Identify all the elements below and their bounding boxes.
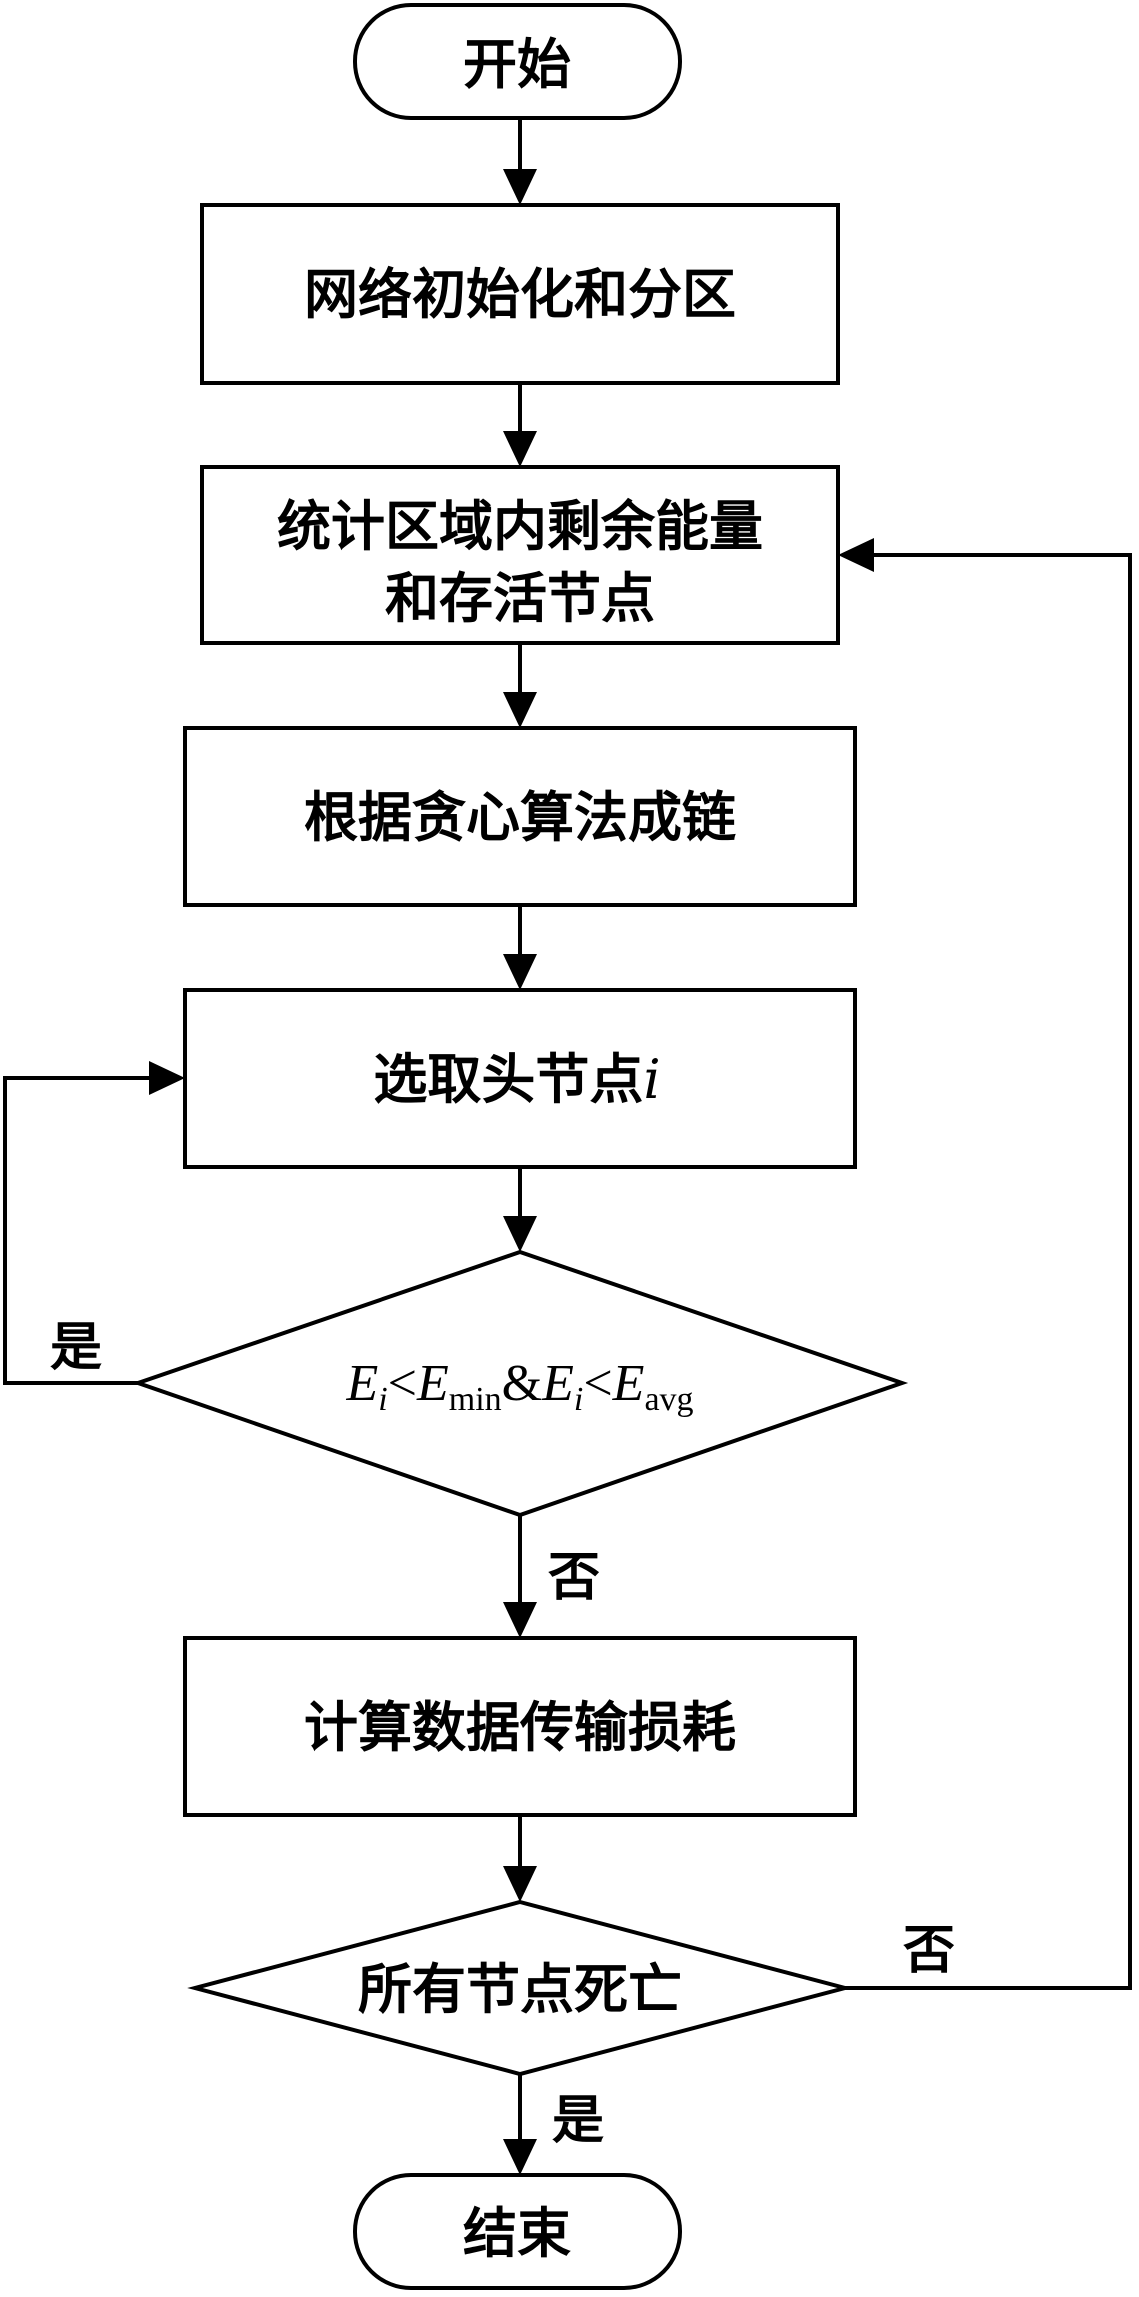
all-dead-label: 所有节点死亡 <box>358 1957 682 2021</box>
stats-energy-label-line1: 统计区域内剩余能量 <box>277 494 763 558</box>
select-head-label: 选取头节点i <box>373 1047 660 1111</box>
energy-check-formula: Ei<Emin&Ei<Eavg <box>345 1355 693 1418</box>
all-dead-no-label: 否 <box>903 1920 955 1981</box>
init-partition-process: 网络初始化和分区 <box>200 203 840 385</box>
arrow-select-to-check <box>503 1167 537 1252</box>
start-label: 开始 <box>463 32 571 96</box>
transmission-loss-process: 计算数据传输损耗 <box>183 1636 857 1817</box>
greedy-chain-label: 根据贪心算法成链 <box>304 785 736 849</box>
arrow-all-dead-no-loop <box>838 538 1132 1990</box>
arrow-init-to-stats <box>503 383 537 467</box>
check-yes-label: 是 <box>50 1317 102 1378</box>
stats-energy-process: 统计区域内剩余能量 和存活节点 <box>200 465 840 645</box>
arrow-all-dead-yes-to-end <box>503 2074 537 2175</box>
check-no-label: 否 <box>548 1547 600 1608</box>
start-node: 开始 <box>353 3 682 120</box>
arrow-check-yes-loop <box>3 1061 185 1385</box>
all-dead-decision: 所有节点死亡 <box>187 1899 853 2077</box>
end-label: 结束 <box>463 2201 571 2265</box>
all-dead-yes-label: 是 <box>552 2090 604 2151</box>
arrow-greedy-to-select <box>503 905 537 990</box>
stats-energy-label-line2: 和存活节点 <box>385 566 655 630</box>
init-partition-label: 网络初始化和分区 <box>304 262 736 326</box>
arrow-check-no-to-loss <box>503 1515 537 1638</box>
arrow-start-to-init <box>503 118 537 205</box>
arrow-stats-to-greedy <box>503 643 537 728</box>
select-head-process: 选取头节点i <box>183 988 857 1169</box>
arrow-loss-to-all-dead <box>503 1815 537 1902</box>
end-node: 结束 <box>353 2173 682 2290</box>
energy-check-decision: Ei<Emin&Ei<Eavg <box>131 1249 909 1518</box>
greedy-chain-process: 根据贪心算法成链 <box>183 726 857 907</box>
transmission-loss-label: 计算数据传输损耗 <box>304 1695 736 1759</box>
